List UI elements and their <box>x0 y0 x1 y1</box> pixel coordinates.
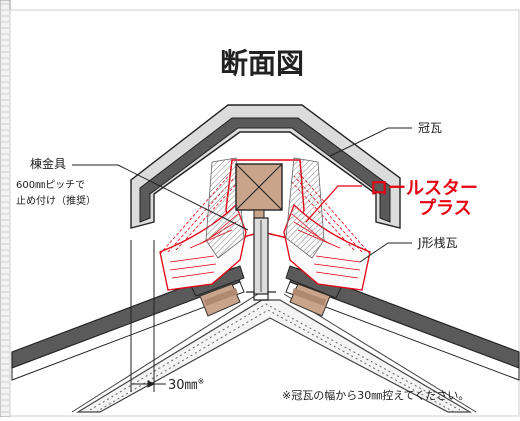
munekanagu-label-2: 600㎜ピッチで <box>16 179 85 191</box>
dimension-lines <box>130 240 166 392</box>
diagram-title: 断面図 <box>220 47 304 80</box>
j-tile-label: J形桟瓦 <box>417 236 458 250</box>
left-j-tile <box>11 265 245 381</box>
right-j-tile <box>285 265 520 381</box>
kanmuri-tile <box>130 104 401 229</box>
footnote: ※冠瓦の幅から30㎜控えてください。 <box>282 388 469 402</box>
ridge-wood-core <box>235 163 283 219</box>
dimension-label: 30㎜※ <box>168 377 204 393</box>
munekanagu-label-1: 棟金具 <box>30 156 66 171</box>
red-leader <box>305 185 362 223</box>
ridge-bracket <box>246 217 276 301</box>
roll-star-label-2: プラス <box>418 197 472 219</box>
ridge-fill-hatch <box>205 157 325 259</box>
left-ruler <box>0 0 11 418</box>
roll-star-label-1: ロールスター <box>370 178 478 199</box>
wood-battens <box>199 283 331 317</box>
munekanagu-label-3: 止め付け（推奨） <box>16 194 96 207</box>
kanmuri-label: 冠瓦 <box>418 121 442 135</box>
leader-lines <box>72 127 412 263</box>
